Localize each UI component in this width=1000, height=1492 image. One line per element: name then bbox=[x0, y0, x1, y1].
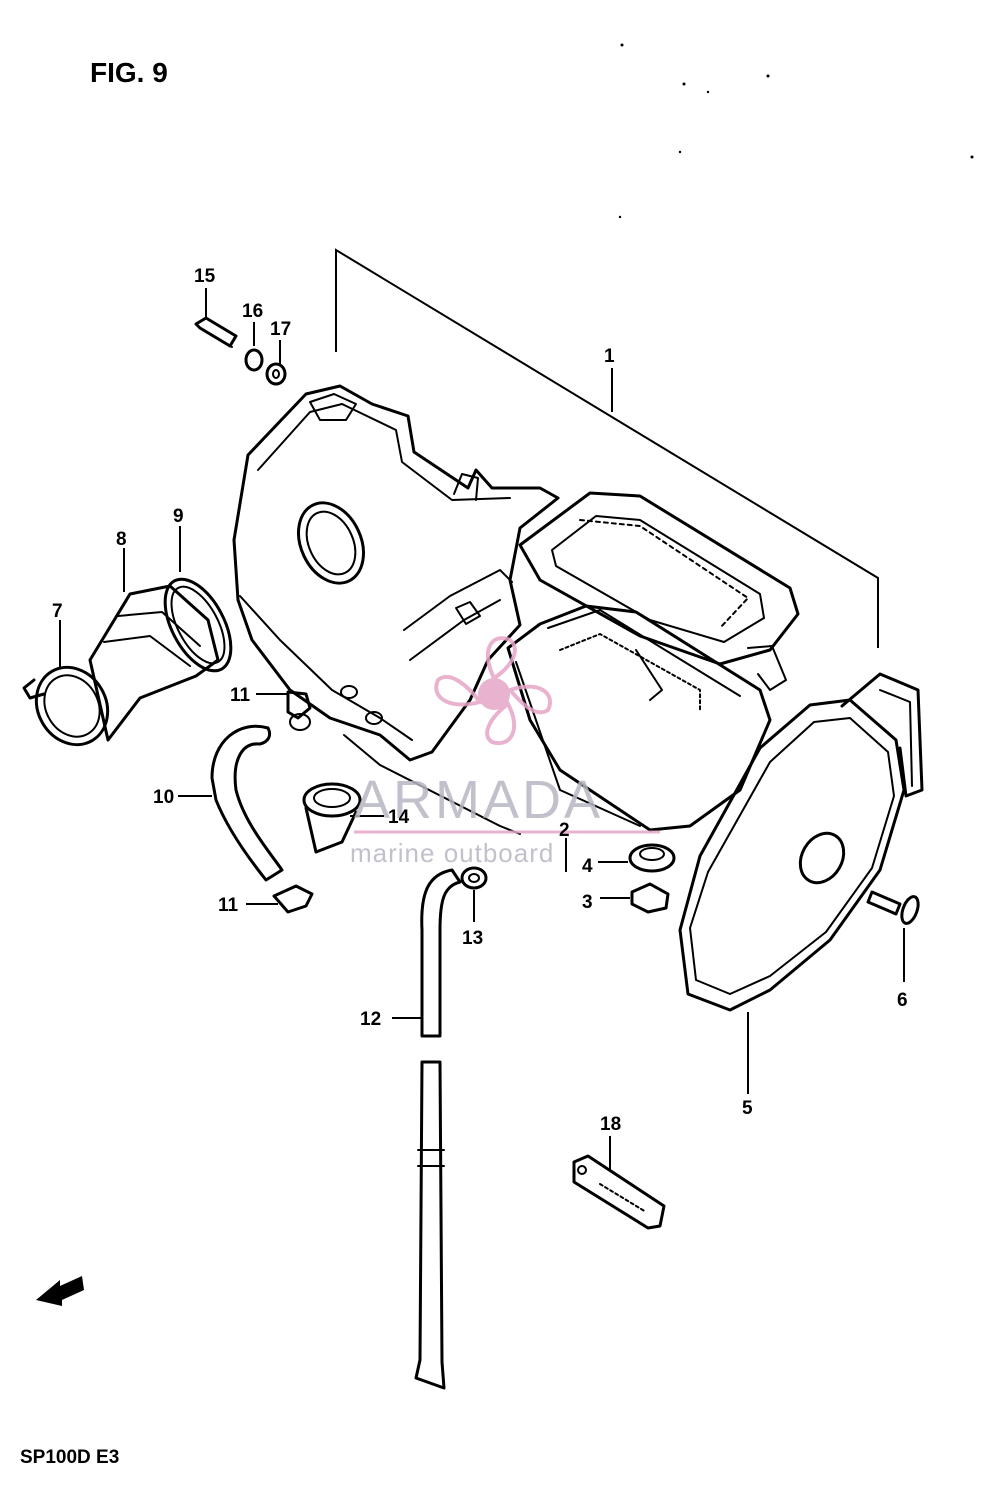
part-11-clip-upper bbox=[256, 690, 312, 731]
callout-14: 14 bbox=[388, 807, 410, 828]
callout-labels: 1 2 3 4 5 6 7 8 9 10 11 11 12 13 14 15 1… bbox=[52, 266, 908, 1135]
figure-title: FIG. 9 bbox=[90, 57, 168, 88]
part-4-grommet bbox=[598, 843, 676, 873]
callout-16: 16 bbox=[242, 301, 263, 322]
model-code: SP100D E3 bbox=[20, 1447, 119, 1468]
watermark-brand: ARMADA bbox=[354, 770, 603, 830]
watermark: ARMADA marine outboard bbox=[350, 636, 660, 868]
part-15-bolt bbox=[194, 288, 238, 348]
callout-5: 5 bbox=[742, 1098, 753, 1119]
assembly-bracket bbox=[335, 248, 879, 648]
callout-8: 8 bbox=[116, 529, 127, 550]
part-11-clip-lower bbox=[246, 884, 314, 914]
part-3-collar bbox=[600, 882, 670, 914]
air-cleaner-case bbox=[232, 384, 560, 835]
armada-propeller-logo-icon bbox=[434, 636, 552, 746]
scan-specks bbox=[618, 43, 974, 219]
part-12-breather-hose bbox=[392, 868, 462, 1390]
callout-7: 7 bbox=[52, 601, 63, 622]
callout-3: 3 bbox=[582, 892, 593, 913]
callout-18: 18 bbox=[600, 1114, 621, 1135]
callout-4: 4 bbox=[582, 856, 593, 877]
part-7-clamp bbox=[22, 620, 110, 747]
filter-frame bbox=[518, 491, 800, 691]
callout-11-lower: 11 bbox=[218, 895, 239, 916]
callout-17: 17 bbox=[270, 319, 291, 340]
callout-11-upper: 11 bbox=[230, 685, 251, 706]
part-17-washer bbox=[265, 340, 287, 386]
callout-2: 2 bbox=[559, 820, 570, 841]
callout-1: 1 bbox=[604, 346, 615, 367]
callout-9: 9 bbox=[173, 506, 184, 527]
part-16-nut bbox=[244, 322, 264, 372]
part-14-drain-cap bbox=[302, 782, 384, 854]
part-18-plate bbox=[572, 1136, 666, 1230]
callout-13: 13 bbox=[462, 928, 483, 949]
callout-6: 6 bbox=[897, 990, 908, 1011]
watermark-tagline: marine outboard bbox=[350, 838, 554, 868]
part-10-drain-hose bbox=[178, 724, 284, 882]
callout-12: 12 bbox=[360, 1009, 381, 1030]
part-5-cover bbox=[678, 672, 924, 1012]
front-direction-arrow-icon bbox=[36, 1276, 84, 1306]
part-13-clip bbox=[460, 866, 488, 922]
part-9-clamp bbox=[163, 526, 233, 673]
part-6-screw bbox=[866, 890, 920, 982]
callout-15: 15 bbox=[194, 266, 216, 287]
callout-10: 10 bbox=[153, 787, 174, 808]
part-8-outlet-tube bbox=[88, 548, 220, 742]
